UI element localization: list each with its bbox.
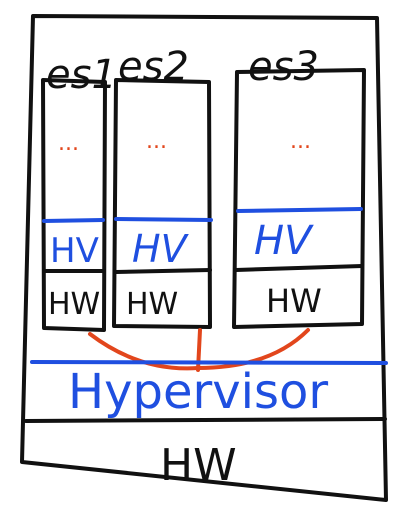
trap-arrow-right	[196, 328, 310, 370]
guest-label-es1: es1	[46, 52, 117, 98]
guest-hw-label-es1: HW	[48, 287, 100, 322]
guest-hv-label-es3: HV	[254, 218, 314, 264]
guest-hv-label-es1: HV	[50, 231, 99, 271]
guest-ellipsis-es3: ...	[290, 129, 311, 154]
host-hypervisor-label: Hypervisor	[68, 364, 328, 420]
host-hw-label: HW	[160, 440, 237, 491]
guest-hw-label-es2: HW	[126, 287, 178, 322]
guest-hw-line-es3	[234, 264, 364, 272]
guest-box-es2	[112, 78, 212, 329]
guest-hv-label-es2: HV	[132, 227, 190, 271]
guest-hv-line-es2	[114, 217, 213, 222]
guest-ellipsis-es2: ...	[146, 129, 167, 154]
host-outer-frame	[20, 14, 388, 502]
guest-hv-line-es1	[42, 218, 105, 223]
host-hypervisor-line	[30, 360, 388, 365]
guest-label-es2: es2	[118, 44, 189, 90]
guest-hw-label-es3: HW	[266, 282, 322, 320]
guest-box-es3	[232, 68, 366, 329]
guest-box-es1	[41, 78, 107, 332]
host-hw-line	[24, 417, 387, 423]
guest-hv-line-es3	[236, 207, 363, 213]
guest-ellipsis-es1: ...	[58, 131, 79, 156]
guest-hw-line-es2	[114, 268, 212, 274]
guest-label-es3: es3	[248, 44, 319, 90]
